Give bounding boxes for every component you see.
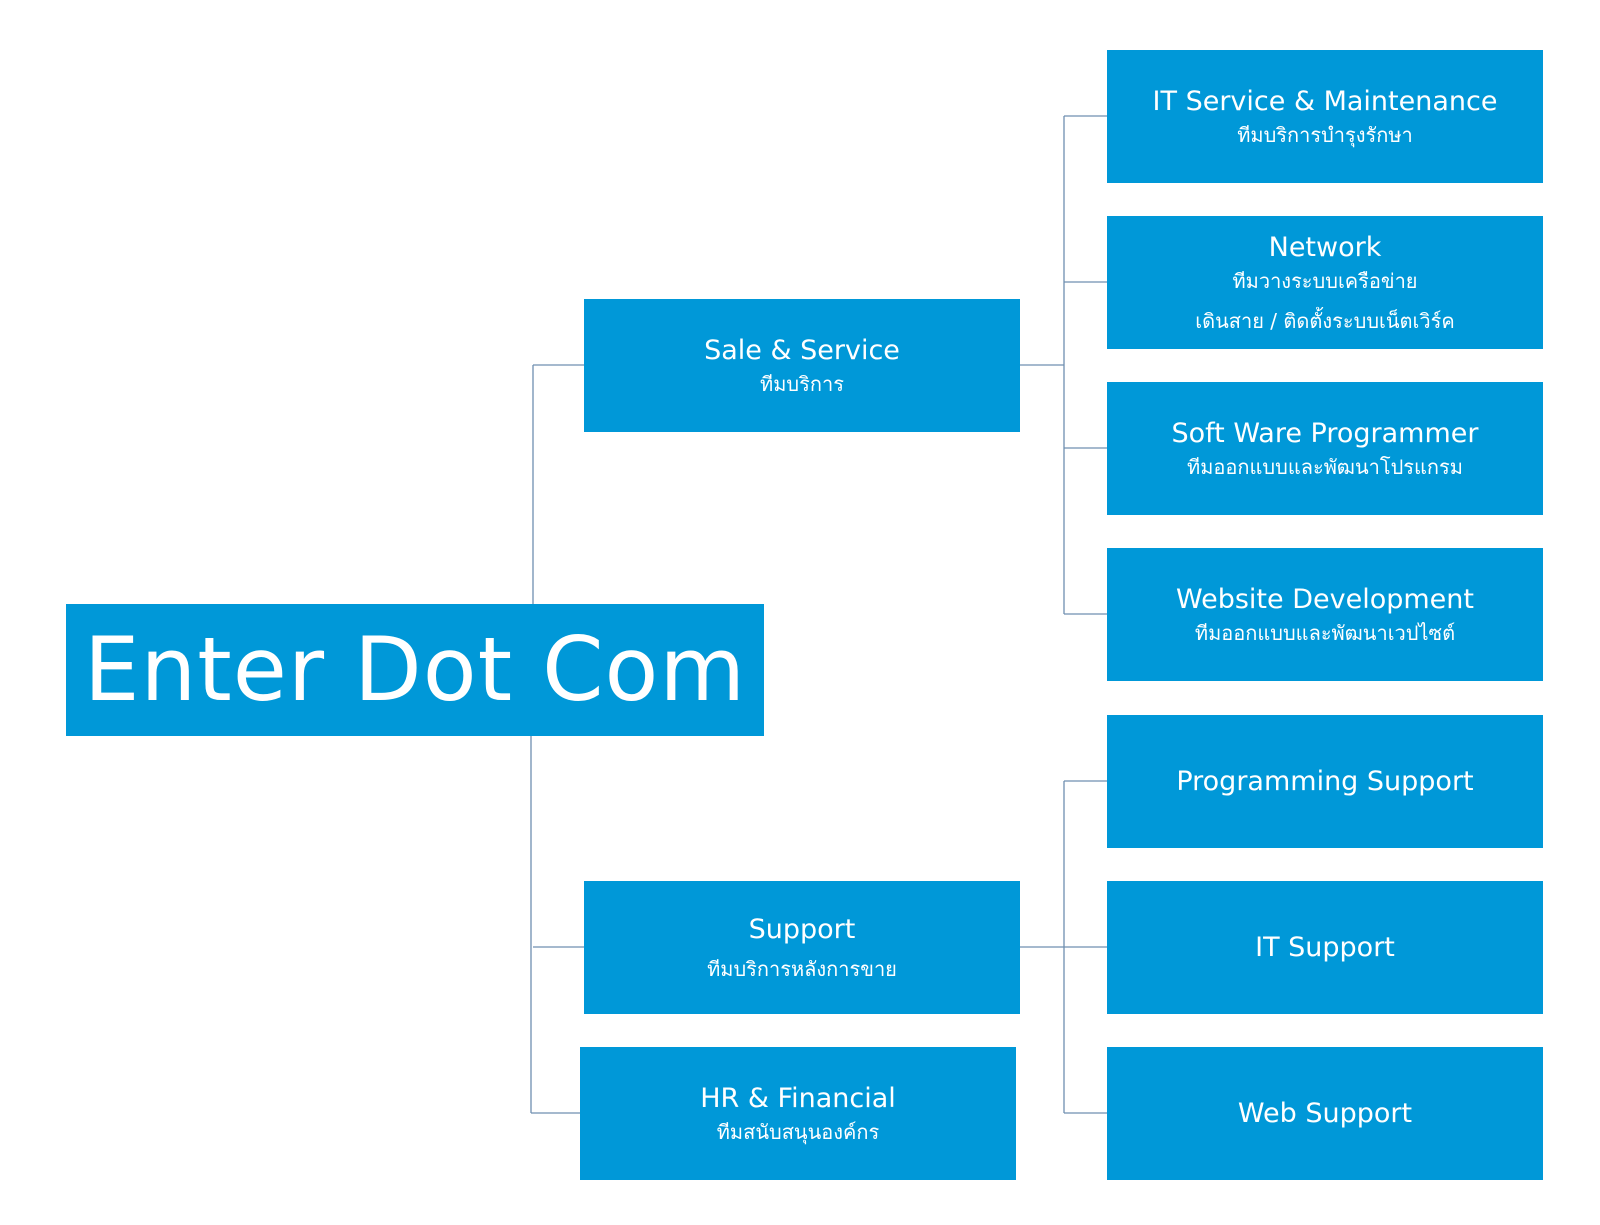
node-website-development: Website Development ทีมออกแบบและพัฒนาเวป… xyxy=(1107,548,1543,681)
node-subtitle-line2: เดินสาย / ติดตั้งระบบเน็ตเวิร์ค xyxy=(1195,308,1455,333)
node-title: Network xyxy=(1268,231,1382,263)
node-subtitle: ทีมสนับสนุนองค์กร xyxy=(716,1119,880,1144)
node-title: Web Support xyxy=(1237,1097,1413,1129)
node-subtitle: ทีมวางระบบเครือข่าย xyxy=(1232,268,1418,293)
node-subtitle: ทีมออกแบบและพัฒนาเวปไซต์ xyxy=(1194,620,1456,645)
node-programming-support: Programming Support xyxy=(1107,715,1543,848)
branch-support: Support ทีมบริการหลังการขาย xyxy=(584,881,1020,1014)
node-subtitle: ทีมออกแบบและพัฒนาโปรแกรม xyxy=(1187,454,1463,479)
node-software-programmer: Soft Ware Programmer ทีมออกแบบและพัฒนาโป… xyxy=(1107,382,1543,515)
node-title: IT Support xyxy=(1255,931,1395,963)
root-title: Enter Dot Com xyxy=(83,618,747,721)
node-network: Network ทีมวางระบบเครือข่าย เดินสาย / ติ… xyxy=(1107,216,1543,349)
node-subtitle: ทีมบริการ xyxy=(760,371,844,396)
node-web-support: Web Support xyxy=(1107,1047,1543,1180)
node-title: Website Development xyxy=(1176,583,1474,615)
node-title: IT Service & Maintenance xyxy=(1152,85,1498,117)
branch-hr-financial: HR & Financial ทีมสนับสนุนองค์กร xyxy=(580,1047,1016,1180)
node-title: Soft Ware Programmer xyxy=(1171,417,1479,449)
node-title: Sale & Service xyxy=(704,334,900,366)
node-title: HR & Financial xyxy=(700,1082,896,1114)
node-title: Support xyxy=(748,913,856,945)
node-it-support: IT Support xyxy=(1107,881,1543,1014)
root-node: Enter Dot Com xyxy=(66,604,764,736)
node-it-service-maintenance: IT Service & Maintenance ทีมบริการบำรุงร… xyxy=(1107,50,1543,183)
branch-sale-service: Sale & Service ทีมบริการ xyxy=(584,299,1020,432)
node-subtitle: ทีมบริการหลังการขาย xyxy=(707,956,897,981)
node-title: Programming Support xyxy=(1176,765,1474,797)
node-subtitle: ทีมบริการบำรุงรักษา xyxy=(1237,122,1413,147)
